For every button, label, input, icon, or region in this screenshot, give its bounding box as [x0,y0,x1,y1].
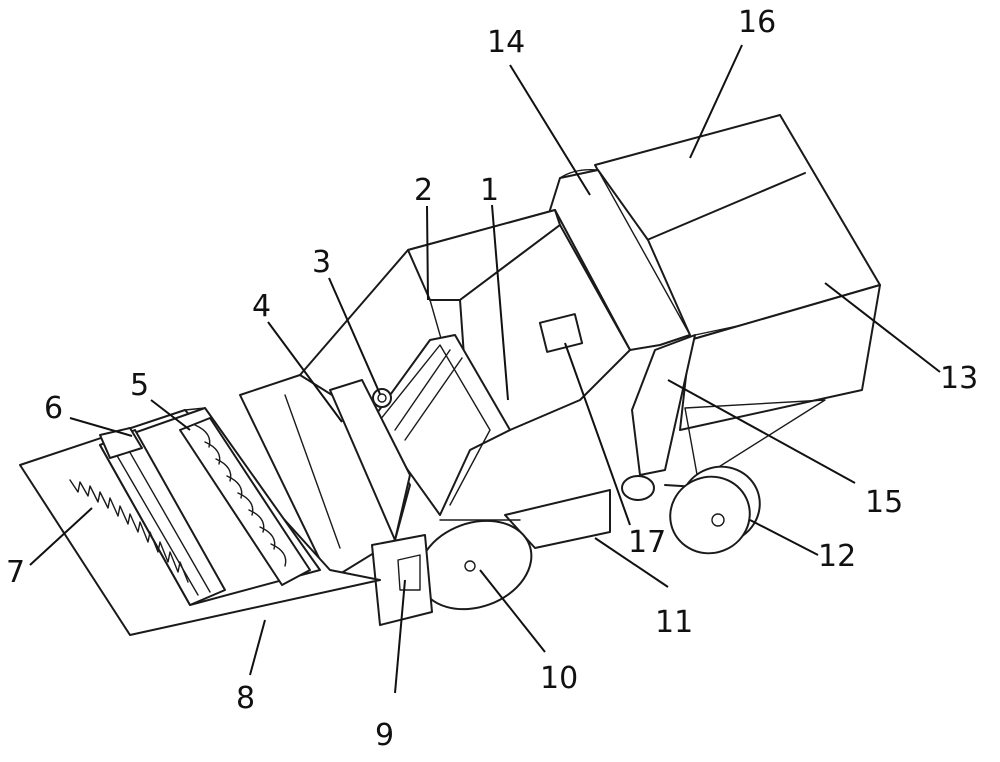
label-7: 7 [6,555,25,590]
label-5: 5 [130,368,149,403]
part-labels: 1 2 3 4 5 6 7 8 9 10 11 12 13 14 15 16 1… [6,5,978,753]
label-13: 13 [940,361,978,396]
auger [179,417,311,586]
label-15: 15 [865,485,903,520]
inspection-window [538,313,584,353]
label-17: 17 [628,525,666,560]
leader-lines [29,44,941,694]
label-12: 12 [818,539,856,574]
threshing-drum [371,334,511,516]
label-6: 6 [44,391,63,426]
side-panel [631,324,743,476]
label-1: 1 [480,173,499,208]
label-11: 11 [655,605,693,640]
label-3: 3 [312,245,331,280]
label-8: 8 [236,681,255,716]
label-2: 2 [414,173,433,208]
label-16: 16 [738,5,776,40]
support-post [371,534,433,626]
rear-wheel [669,465,761,555]
feeding-cowl [549,168,691,351]
label-9: 9 [375,718,394,753]
label-14: 14 [487,25,525,60]
cutter-teeth [69,479,189,583]
label-4: 4 [252,289,271,324]
main-body [299,209,631,441]
label-10: 10 [540,661,578,696]
